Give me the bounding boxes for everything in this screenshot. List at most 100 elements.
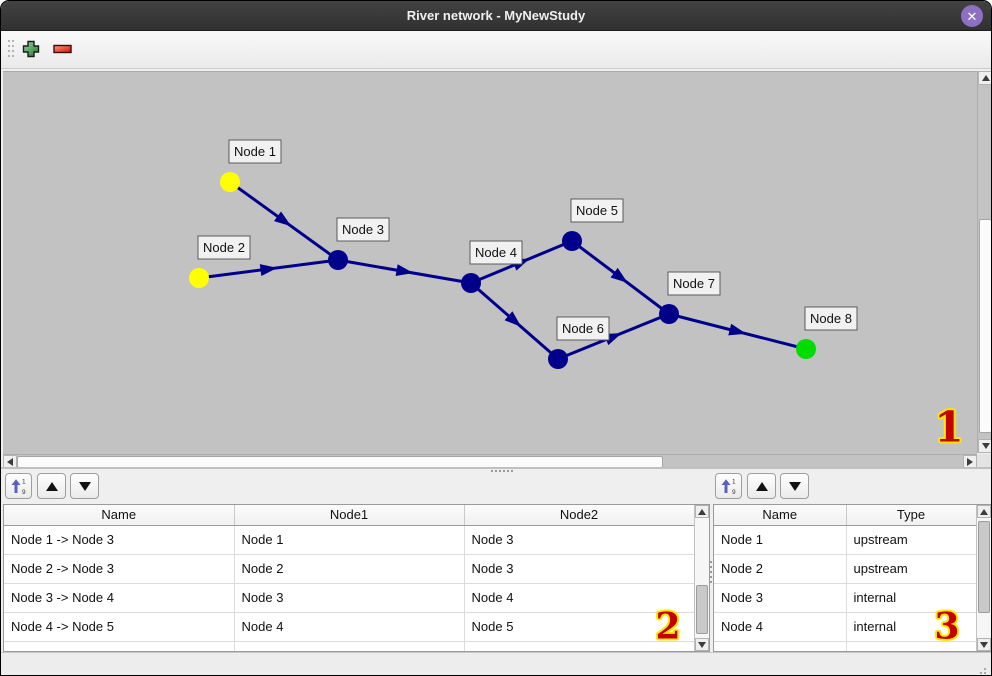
toolbar-drag-handle[interactable] xyxy=(8,40,10,42)
vertical-scroll-thumb[interactable] xyxy=(979,219,991,433)
cell-node1[interactable]: Node 3 xyxy=(234,583,465,613)
table-row[interactable] xyxy=(714,641,977,651)
node-label-node5[interactable]: Node 5 xyxy=(570,198,624,223)
cell-name[interactable]: Node 1 -> Node 3 xyxy=(4,525,235,555)
canvas-vertical-scrollbar[interactable] xyxy=(977,71,991,453)
cell-node1[interactable]: Node 1 xyxy=(234,525,465,555)
cell-name[interactable] xyxy=(714,641,847,651)
titlebar[interactable]: River network - MyNewStudy ✕ xyxy=(1,1,991,31)
node-label-node6[interactable]: Node 6 xyxy=(556,316,610,341)
resize-grip-icon[interactable] xyxy=(984,668,986,670)
triangle-down-icon xyxy=(78,481,91,491)
cell-node2[interactable]: Node 3 xyxy=(464,554,695,584)
scroll-thumb[interactable] xyxy=(978,521,990,613)
network-node-node3[interactable] xyxy=(328,250,348,270)
triangle-up-icon xyxy=(980,508,988,515)
cell-type[interactable]: upstream xyxy=(846,525,977,555)
branches-move-up-button[interactable] xyxy=(37,473,66,499)
add-branch-button[interactable] xyxy=(20,38,42,60)
branches-table-scrollbar[interactable] xyxy=(694,505,709,651)
svg-text:Node 1: Node 1 xyxy=(234,144,276,159)
network-node-node8[interactable] xyxy=(796,339,816,359)
cell-node1[interactable] xyxy=(234,641,465,651)
cell-type[interactable]: internal xyxy=(846,583,977,613)
node-label-node2[interactable]: Node 2 xyxy=(197,235,251,260)
svg-text:Node 5: Node 5 xyxy=(576,203,618,218)
network-node-node5[interactable] xyxy=(562,231,582,251)
cell-type[interactable]: internal xyxy=(846,612,977,642)
column-header-node2[interactable]: Node2 xyxy=(464,505,695,526)
cell-name[interactable]: Node 2 -> Node 3 xyxy=(4,554,235,584)
network-node-node1[interactable] xyxy=(220,172,240,192)
cell-node2[interactable]: Node 5 xyxy=(464,612,695,642)
canvas-horizontal-scrollbar[interactable] xyxy=(3,454,977,469)
network-node-node6[interactable] xyxy=(548,349,568,369)
node-label-node3[interactable]: Node 3 xyxy=(336,217,390,242)
cell-type[interactable] xyxy=(846,641,977,651)
scroll-up-button[interactable] xyxy=(978,71,991,85)
flow-direction-arrow-icon xyxy=(395,264,414,277)
network-canvas[interactable]: Node 1 Node 2 Node 3 Node 4 Node 5 Node 6 Node… xyxy=(3,71,977,454)
svg-text:Node 6: Node 6 xyxy=(562,321,604,336)
network-node-node7[interactable] xyxy=(659,304,679,324)
column-header-name[interactable]: Name xyxy=(4,505,235,526)
nodes-move-up-button[interactable] xyxy=(747,473,776,499)
cell-name[interactable]: Node 1 xyxy=(714,525,847,555)
flow-direction-arrow-icon xyxy=(610,267,628,283)
cell-name[interactable]: Node 4 -> Node 5 xyxy=(4,612,235,642)
cell-node2[interactable]: Node 3 xyxy=(464,525,695,555)
cell-name[interactable] xyxy=(4,641,235,651)
cell-name[interactable]: Node 3 -> Node 4 xyxy=(4,583,235,613)
svg-text:9: 9 xyxy=(732,489,736,495)
node-label-node8[interactable]: Node 8 xyxy=(804,306,858,331)
cell-node1[interactable]: Node 4 xyxy=(234,612,465,642)
network-node-node2[interactable] xyxy=(189,268,209,288)
nodes-move-down-button[interactable] xyxy=(780,473,809,499)
triangle-up-icon xyxy=(45,481,58,491)
node-label-node7[interactable]: Node 7 xyxy=(667,271,721,296)
nodes-table-scrollbar[interactable] xyxy=(976,505,991,651)
nodes-sort-button[interactable]: 1 9 xyxy=(715,473,742,499)
cell-name[interactable]: Node 4 xyxy=(714,612,847,642)
svg-text:Node 3: Node 3 xyxy=(342,222,384,237)
cell-type[interactable]: upstream xyxy=(846,554,977,584)
scroll-up-button[interactable] xyxy=(977,505,991,518)
column-header-name[interactable]: Name xyxy=(714,505,847,526)
branches-sort-button[interactable]: 1 9 xyxy=(5,473,32,499)
table-row[interactable] xyxy=(4,641,695,651)
node-label-node1[interactable]: Node 1 xyxy=(228,139,282,164)
sort-ascending-icon: 1 9 xyxy=(11,479,26,495)
column-header-type[interactable]: Type xyxy=(846,505,977,526)
cell-node2[interactable] xyxy=(464,641,695,651)
cell-node2[interactable]: Node 4 xyxy=(464,583,695,613)
network-node-node4[interactable] xyxy=(461,273,481,293)
close-button[interactable]: ✕ xyxy=(961,5,983,27)
column-header-node1[interactable]: Node1 xyxy=(234,505,465,526)
branches-move-down-button[interactable] xyxy=(70,473,99,499)
cell-name[interactable]: Node 3 xyxy=(714,583,847,613)
cell-node1[interactable]: Node 2 xyxy=(234,554,465,584)
scroll-up-button[interactable] xyxy=(695,505,709,518)
remove-branch-button[interactable] xyxy=(52,38,74,60)
scroll-thumb[interactable] xyxy=(696,585,708,634)
triangle-down-icon xyxy=(981,443,990,449)
scroll-down-button[interactable] xyxy=(977,638,991,651)
scroll-left-button[interactable] xyxy=(3,455,17,469)
scroll-down-button[interactable] xyxy=(978,439,991,453)
horizontal-splitter[interactable] xyxy=(1,467,991,469)
flow-direction-arrow-icon xyxy=(274,211,292,227)
cell-name[interactable]: Node 2 xyxy=(714,554,847,584)
node-label-node4[interactable]: Node 4 xyxy=(469,240,523,265)
scroll-down-button[interactable] xyxy=(695,638,709,651)
